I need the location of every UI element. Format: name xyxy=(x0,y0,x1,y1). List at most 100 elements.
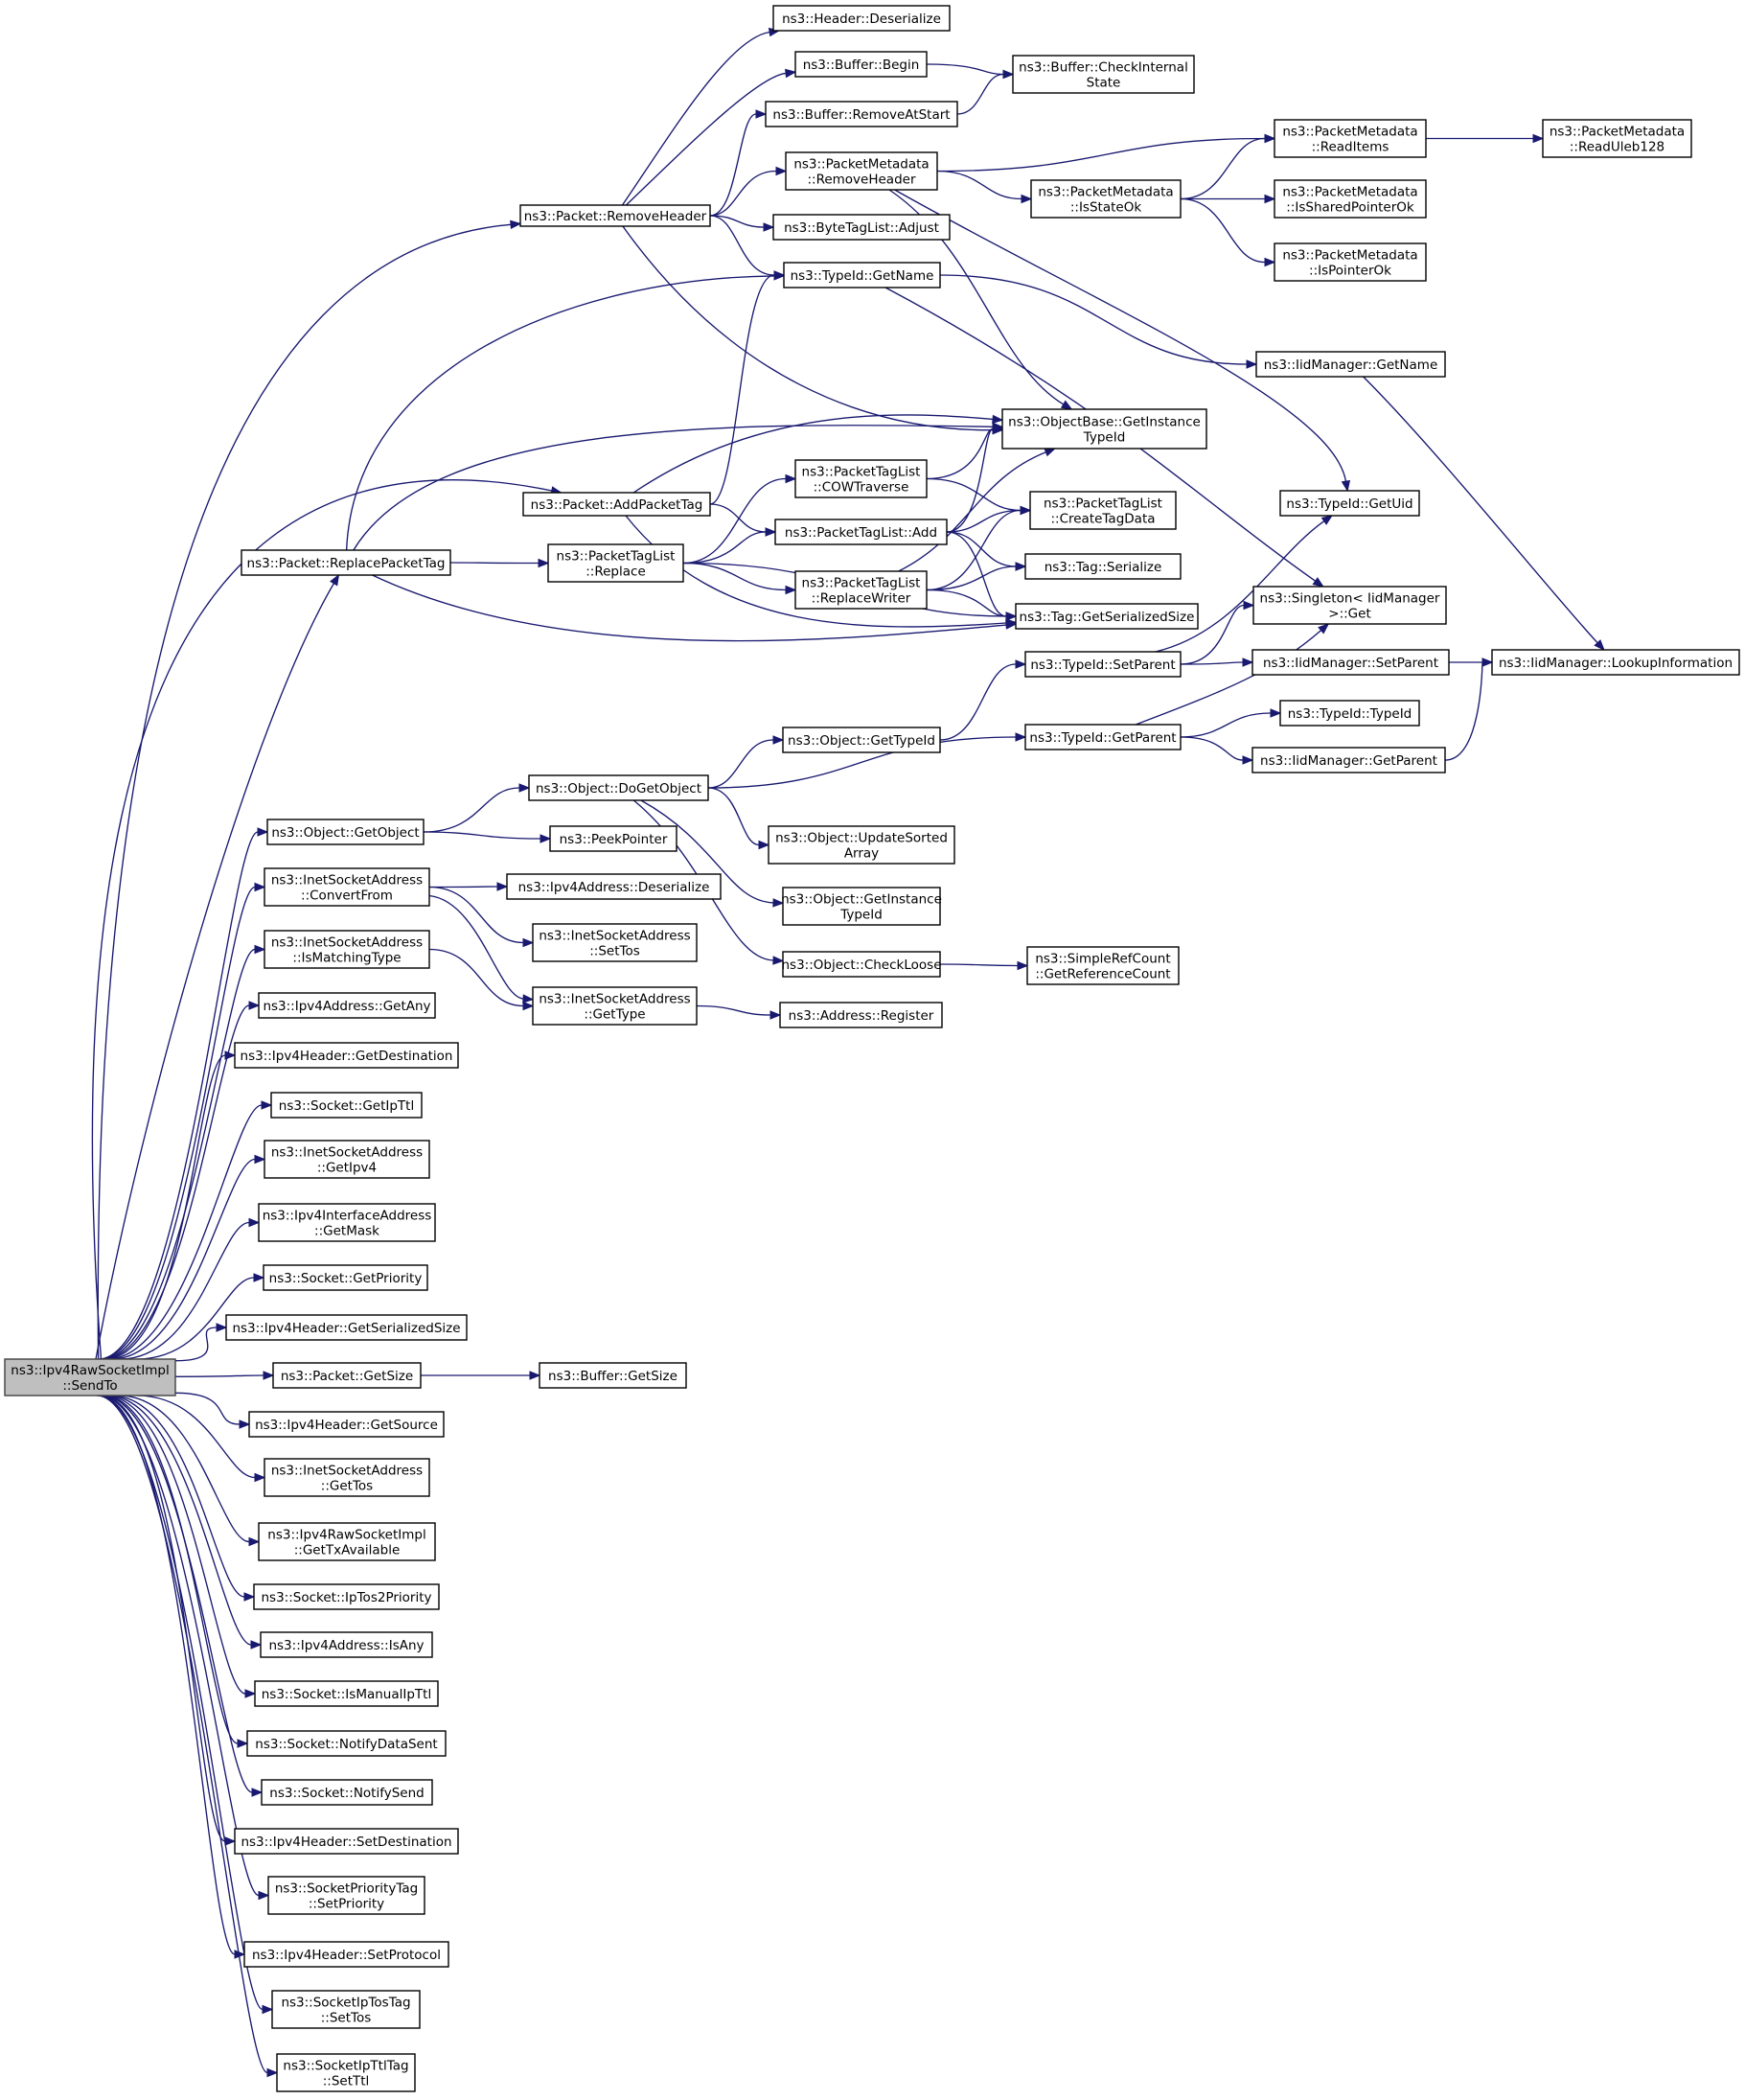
node-bufferBegin[interactable]: ns3::Buffer::Begin xyxy=(794,51,928,78)
node-ipv4HdrSetDest[interactable]: ns3::Ipv4Header::SetDestination xyxy=(234,1828,459,1855)
edge-line xyxy=(106,1104,263,1360)
edge-line xyxy=(632,799,774,961)
node-ptlCreateTag[interactable]: ns3::PacketTagList::CreateTagData xyxy=(1029,491,1177,530)
node-label-line: ::CreateTagData xyxy=(1050,512,1155,527)
edge-line xyxy=(174,1392,241,1425)
node-sockGetPriority[interactable]: ns3::Socket::GetPriority xyxy=(263,1264,428,1291)
node-label-line: ns3::InetSocketAddress xyxy=(539,929,690,944)
arrowhead-icon xyxy=(1264,194,1276,204)
node-inetGetType[interactable]: ns3::InetSocketAddress::GetType xyxy=(532,986,698,1026)
edge-line xyxy=(91,479,552,1360)
node-objGetObject[interactable]: ns3::Object::GetObject xyxy=(266,819,425,845)
node-typeIdTypeId[interactable]: ns3::TypeId::TypeId xyxy=(1279,700,1420,727)
edge-line xyxy=(118,1395,250,1543)
node-label-line: ::IsStateOk xyxy=(1070,200,1141,216)
node-objDoGetObject[interactable]: ns3::Object::DoGetObject xyxy=(528,774,709,801)
node-box xyxy=(783,262,941,288)
edge-line xyxy=(1444,661,1483,761)
call-edge-objDoGetObject-to-objUpdateSorted xyxy=(707,787,770,850)
node-sockIsManualTtl[interactable]: ns3::Socket::IsManualIpTtl xyxy=(254,1680,439,1707)
node-sockNotifyDataSent[interactable]: ns3::Socket::NotifyDataSent xyxy=(246,1730,447,1757)
node-inetGetIpv4[interactable]: ns3::InetSocketAddress::GetIpv4 xyxy=(264,1140,430,1179)
node-objCheckLoose[interactable]: ns3::Object::CheckLoose xyxy=(781,951,942,978)
arrowhead-icon xyxy=(261,1100,273,1110)
node-ipv4HdrGetSource[interactable]: ns3::Ipv4Header::GetSource xyxy=(248,1411,445,1438)
node-singletonGet[interactable]: ns3::Singleton< IidManager >::Get xyxy=(1252,586,1447,625)
node-pmIsPointer[interactable]: ns3::PacketMetadata::IsPointerOk xyxy=(1274,242,1427,282)
node-iidGetName[interactable]: ns3::IidManager::GetName xyxy=(1255,351,1446,378)
node-byteTagAdjust[interactable]: ns3::ByteTagList::Adjust xyxy=(772,214,951,241)
node-ptlAdd[interactable]: ns3::PacketTagList::Add xyxy=(774,519,948,545)
call-edge-addPacketTag-to-objBaseGetInst xyxy=(632,414,1004,494)
node-simpleRefCount[interactable]: ns3::SimpleRefCount::GetReferenceCount xyxy=(1026,946,1180,985)
node-ipv4IfGetMask[interactable]: ns3::Ipv4InterfaceAddress::GetMask xyxy=(258,1203,436,1242)
node-tagGetSerSize[interactable]: ns3::Tag::GetSerializedSize xyxy=(1015,603,1199,630)
node-rawGetTx[interactable]: ns3::Ipv4RawSocketImpl::GetTxAvailable xyxy=(258,1522,436,1561)
node-bufferGetSize[interactable]: ns3::Buffer::GetSize xyxy=(539,1362,687,1389)
node-pmRemoveHeader[interactable]: ns3::PacketMetadata::RemoveHeader xyxy=(785,151,938,191)
node-tagSerialize[interactable]: ns3::Tag::Serialize xyxy=(1024,553,1182,580)
call-edge-removeHeader-to-headerDeserialize xyxy=(621,27,781,206)
node-label-line: ::SetTtl xyxy=(323,2074,370,2089)
call-edge-bufferBegin-to-bufferCheckInternal xyxy=(926,63,1015,80)
node-sockIpTtlTagSet[interactable]: ns3::SocketIpTtlTag::SetTtl xyxy=(276,2053,416,2092)
node-peekPointer[interactable]: ns3::PeekPointer xyxy=(549,825,677,852)
node-pktGetSize[interactable]: ns3::Packet::GetSize xyxy=(272,1362,422,1389)
node-typeIdGetUid[interactable]: ns3::TypeId::GetUid xyxy=(1279,490,1420,517)
node-ptlReplace[interactable]: ns3::PacketTagList::Replace xyxy=(547,543,684,583)
node-inetIsMatching[interactable]: ns3::InetSocketAddress::IsMatchingType xyxy=(264,930,430,969)
node-sockNotifySend[interactable]: ns3::Socket::NotifySend xyxy=(261,1779,433,1806)
node-removeHeader[interactable]: ns3::Packet::RemoveHeader xyxy=(519,204,711,227)
edge-line xyxy=(939,663,1017,741)
node-iidSetParent[interactable]: ns3::IidManager::SetParent xyxy=(1251,649,1450,676)
node-objGetTypeId[interactable]: ns3::Object::GetTypeId xyxy=(782,727,941,753)
node-inetConvertFrom[interactable]: ns3::InetSocketAddress::ConvertFrom xyxy=(264,867,430,907)
node-sockIpTos2Prio[interactable]: ns3::Socket::IpTos2Priority xyxy=(253,1583,440,1610)
node-inetSetTos[interactable]: ns3::InetSocketAddress::SetTos xyxy=(532,923,698,962)
node-pmIsShared[interactable]: ns3::PacketMetadata::IsSharedPointerOk xyxy=(1274,179,1427,219)
node-typeIdGetParent[interactable]: ns3::TypeId::GetParent xyxy=(1024,724,1182,750)
node-pmIsStateOk[interactable]: ns3::PacketMetadata::IsStateOk xyxy=(1030,179,1182,219)
node-addPacketTag[interactable]: ns3::Packet::AddPacketTag xyxy=(522,492,711,517)
arrowhead-icon xyxy=(765,527,777,537)
arrowhead-icon xyxy=(1243,600,1255,611)
node-ipv4Deserialize[interactable]: ns3::Ipv4Address::Deserialize xyxy=(506,873,722,900)
call-edge-typeIdGetParent-to-iidGetParent xyxy=(1180,736,1254,765)
node-iidGetParent[interactable]: ns3::IidManager::GetParent xyxy=(1251,747,1446,773)
call-edge-root-to-sockGetIpTtl xyxy=(106,1100,273,1360)
arrowhead-icon xyxy=(250,1640,263,1650)
node-pmReadItems[interactable]: ns3::PacketMetadata::ReadItems xyxy=(1274,119,1427,158)
node-headerDeserialize[interactable]: ns3::Header::Deserialize xyxy=(772,5,951,32)
node-ipv4HdrGetDest[interactable]: ns3::Ipv4Header::GetDestination xyxy=(234,1042,459,1069)
node-ipv4GetAny[interactable]: ns3::Ipv4Address::GetAny xyxy=(258,992,436,1019)
node-typeIdGetName[interactable]: ns3::TypeId::GetName xyxy=(783,262,941,288)
node-box xyxy=(1026,946,1180,985)
node-ipv4HdrSetProto[interactable]: ns3::Ipv4Header::SetProtocol xyxy=(243,1941,449,1968)
node-typeIdSetParent[interactable]: ns3::TypeId::SetParent xyxy=(1024,651,1182,678)
node-replacePacketTag[interactable]: ns3::Packet::ReplacePacketTag xyxy=(241,549,451,576)
edge-line xyxy=(625,72,787,206)
call-edge-replacePacketTag-to-ptlReplace xyxy=(449,558,550,568)
edge-line xyxy=(926,427,994,480)
node-ipv4IsAny[interactable]: ns3::Ipv4Address::IsAny xyxy=(260,1631,433,1658)
node-bufferRemoveAtStart[interactable]: ns3::Buffer::RemoveAtStart xyxy=(765,101,958,127)
node-iidLookup[interactable]: ns3::IidManager::LookupInformation xyxy=(1491,649,1740,676)
node-ipv4HdrGetSerSize[interactable]: ns3::Ipv4Header::GetSerializedSize xyxy=(225,1314,468,1341)
node-label-line: ns3::SocketPriorityTag xyxy=(275,1881,418,1897)
node-box xyxy=(272,1362,422,1389)
node-ptlCow[interactable]: ns3::PacketTagList::COWTraverse xyxy=(794,459,928,498)
node-sockPrioTagSet[interactable]: ns3::SocketPriorityTag::SetPriority xyxy=(267,1876,425,1915)
node-sockIpTosTagSet[interactable]: ns3::SocketIpTosTag::SetTos xyxy=(271,1990,421,2029)
node-label-line: ns3::SimpleRefCount xyxy=(1035,952,1170,967)
node-addressRegister[interactable]: ns3::Address::Register xyxy=(779,1002,943,1028)
arrowhead-icon xyxy=(758,840,770,850)
arrowhead-icon xyxy=(266,2067,279,2078)
node-inetGetTos[interactable]: ns3::InetSocketAddress::GetTos xyxy=(264,1458,430,1497)
node-ptlReplaceWriter[interactable]: ns3::PacketTagList::ReplaceWriter xyxy=(794,570,928,610)
node-pmReadUleb[interactable]: ns3::PacketMetadata::ReadUleb128 xyxy=(1542,119,1692,158)
node-sockGetIpTtl[interactable]: ns3::Socket::GetIpTtl xyxy=(270,1092,423,1119)
